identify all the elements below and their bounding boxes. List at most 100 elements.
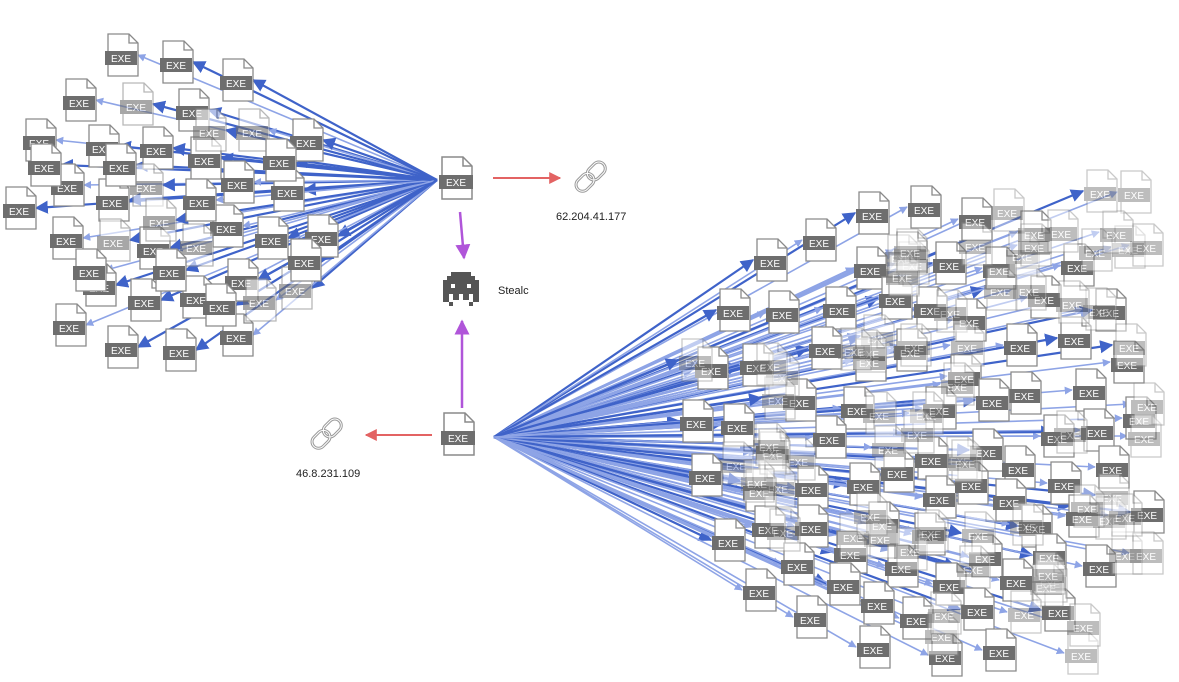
exe-file-node[interactable]: EXE [1066,494,1100,538]
exe-file-node[interactable]: EXE [766,290,800,334]
exe-file-node[interactable]: EXE [153,248,187,292]
exe-file-node[interactable]: EXE [928,591,962,635]
exe-file-node[interactable]: EXE [1131,382,1165,426]
exe-file-node[interactable]: EXE [1112,225,1146,269]
exe-file-node[interactable]: EXE [28,143,62,187]
exe-file-node[interactable]: EXE [898,323,932,367]
exe-file-node[interactable]: EXE [1093,496,1127,540]
exe-file-node[interactable]: EXE [73,248,107,292]
exe-file-node[interactable]: EXE [879,276,913,320]
exe-file-node[interactable]: EXE [193,108,227,152]
exe-file-node[interactable]: EXE [236,108,270,152]
exe-file-node[interactable]: EXE [1084,169,1118,213]
exe-file-node[interactable]: EXE [1032,551,1066,595]
exe-file-node[interactable]: EXE [1096,473,1130,517]
exe-file-node[interactable]: EXE [861,314,895,358]
exe-file-node[interactable]: EXE [756,428,790,472]
exe-file-node[interactable]: EXE [143,198,177,242]
link-icon[interactable] [573,159,608,194]
exe-file-node[interactable]: EXE [1093,288,1127,332]
exe-file-node[interactable]: EXE [766,353,800,397]
exe-file-node[interactable]: EXE [1118,170,1152,214]
top-exe-node[interactable]: EXE [439,156,473,200]
exe-file-node[interactable]: EXE [856,191,890,235]
exe-file-node[interactable]: EXE [1065,631,1099,675]
exe-file-node[interactable]: EXE [128,278,162,322]
exe-file-node[interactable]: EXE [933,241,967,285]
exe-file-node[interactable]: EXE [838,327,872,371]
exe-file-node[interactable]: EXE [1018,223,1052,267]
exe-file-node[interactable]: EXE [1000,558,1034,602]
exe-file-node[interactable]: EXE [1131,490,1165,534]
exe-file-node[interactable]: EXE [140,126,174,170]
exe-file-node[interactable]: EXE [923,475,957,519]
exe-file-node[interactable]: EXE [885,544,919,588]
exe-file-node[interactable]: EXE [949,439,983,483]
exe-file-node[interactable]: EXE [983,628,1017,672]
exe-file-node[interactable]: EXE [1008,371,1042,415]
exe-file-node[interactable]: EXE [103,143,137,187]
exe-file-node[interactable]: EXE [908,185,942,229]
space-invader-icon[interactable] [443,272,479,306]
exe-file-node[interactable]: EXE [183,178,217,222]
exe-file-node[interactable]: EXE [915,509,949,553]
exe-file-node[interactable]: EXE [900,596,934,640]
exe-file-node[interactable]: EXE [1130,223,1164,267]
exe-file-node[interactable]: EXE [1100,210,1134,254]
exe-file-node[interactable]: EXE [959,222,993,266]
exe-file-node[interactable]: EXE [679,338,713,382]
exe-file-node[interactable]: EXE [984,267,1018,311]
exe-file-node[interactable]: EXE [741,459,775,503]
exe-file-node[interactable]: EXE [1111,340,1145,384]
exe-file-node[interactable]: EXE [827,562,861,606]
exe-file-node[interactable]: EXE [767,508,801,552]
exe-file-node[interactable]: EXE [1013,267,1047,311]
exe-file-node[interactable]: EXE [1045,209,1079,253]
exe-file-node[interactable]: EXE [288,238,322,282]
exe-file-node[interactable]: EXE [953,298,987,342]
ip-label[interactable]: 62.204.41.177 [556,211,627,223]
exe-file-node[interactable]: EXE [752,505,786,549]
exe-file-node[interactable]: EXE [105,33,139,77]
exe-file-node[interactable]: EXE [255,216,289,260]
exe-file-node[interactable]: EXE [757,431,791,475]
exe-file-node[interactable]: EXE [1096,445,1130,489]
exe-file-node[interactable]: EXE [220,58,254,102]
exe-file-node[interactable]: EXE [1079,228,1113,272]
exe-file-node[interactable]: EXE [263,138,297,182]
exe-file-node[interactable]: EXE [813,415,847,459]
exe-file-node[interactable]: EXE [853,329,887,373]
exe-file-node[interactable]: EXE [717,288,751,332]
exe-file-node[interactable]: EXE [1034,559,1068,603]
exe-file-node[interactable]: EXE [762,464,796,508]
exe-file-node[interactable]: EXE [837,513,871,557]
exe-file-node[interactable]: EXE [695,346,729,390]
exe-file-node[interactable]: EXE [1002,445,1036,489]
exe-file-node[interactable]: EXE [1004,323,1038,367]
exe-file-node[interactable]: EXE [894,328,928,372]
exe-file-node[interactable]: EXE [794,595,828,639]
exe-file-node[interactable]: EXE [886,253,920,297]
exe-file-node[interactable]: EXE [762,376,796,420]
exe-file-node[interactable]: EXE [1008,590,1042,634]
exe-file-node[interactable]: EXE [912,512,946,556]
exe-file-node[interactable]: EXE [105,325,139,369]
exe-file-node[interactable]: EXE [1061,243,1095,287]
exe-file-node[interactable]: EXE [1041,414,1075,458]
exe-file-node[interactable]: EXE [914,286,948,330]
exe-file-node[interactable]: EXE [991,188,1025,232]
exe-file-node[interactable]: EXE [1058,316,1092,360]
exe-file-node[interactable]: EXE [1010,502,1044,546]
exe-file-node[interactable]: EXE [863,391,897,435]
exe-file-node[interactable]: EXE [957,545,991,589]
exe-file-node[interactable]: EXE [130,163,164,207]
exe-file-node[interactable]: EXE [841,386,875,430]
exe-file-node[interactable]: EXE [976,378,1010,422]
exe-file-node[interactable]: EXE [853,338,887,382]
exe-file-node[interactable]: EXE [53,303,87,347]
exe-file-node[interactable]: EXE [689,453,723,497]
exe-file-node[interactable]: EXE [1128,414,1162,458]
exe-file-node[interactable]: EXE [969,534,1003,578]
exe-file-node[interactable]: EXE [96,178,130,222]
exe-file-node[interactable]: EXE [290,118,324,162]
